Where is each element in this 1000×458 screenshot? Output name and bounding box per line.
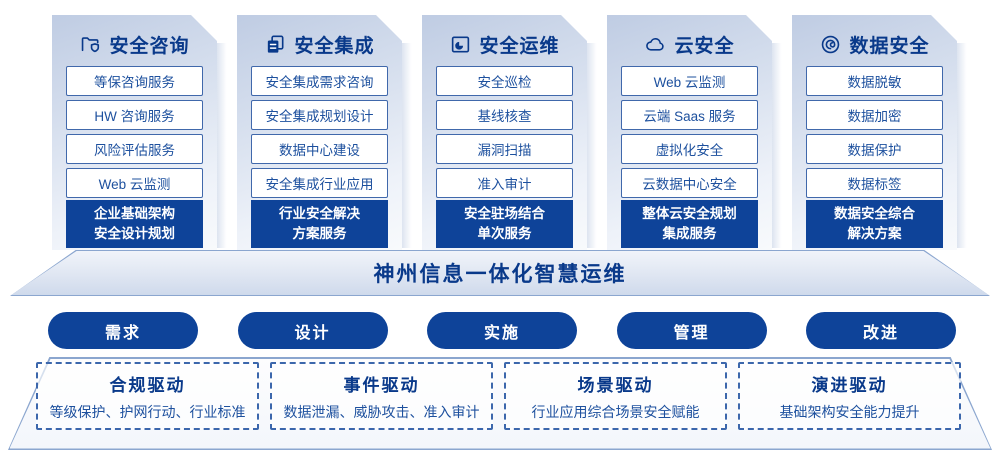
process-pills-row: 需求 设计 实施 管理 改进	[48, 312, 956, 349]
highlight-line: 集成服务	[662, 226, 717, 241]
service-item: 数据脱敏	[806, 66, 943, 96]
service-item: 安全集成需求咨询	[251, 66, 388, 96]
highlight-line: 安全驻场结合	[464, 206, 545, 222]
highlight-line: 企业基础架构	[94, 206, 175, 222]
card-header: 安全运维	[422, 29, 587, 59]
card-security-integration: 安全集成 安全集成需求咨询 安全集成规划设计 数据中心建设 安全集成行业应用 行…	[237, 15, 412, 250]
highlight-line: 安全设计规划	[94, 226, 175, 241]
pill-management: 管理	[616, 312, 767, 349]
pill-improvement: 改进	[806, 312, 956, 349]
card-highlight: 企业基础架构 安全设计规划	[66, 200, 203, 248]
drivers-row: 合规驱动 等级保护、护网行动、行业标准 事件驱动 数据泄漏、威胁攻击、准入审计 …	[36, 362, 964, 430]
highlight-line: 数据安全综合	[834, 206, 915, 222]
service-item: Web 云监测	[66, 168, 203, 198]
service-item: 数据标签	[806, 168, 943, 198]
service-item: 数据中心建设	[251, 134, 388, 164]
highlight-line: 单次服务	[477, 226, 532, 241]
card-title: 安全运维	[479, 35, 560, 57]
pill-implementation: 实施	[427, 312, 577, 349]
folder-clock-icon	[452, 35, 470, 53]
driver-desc: 等级保护、护网行动、行业标准	[49, 403, 246, 420]
card-title: 安全集成	[294, 35, 375, 57]
service-item: 等保咨询服务	[66, 66, 203, 96]
card-items: 安全集成需求咨询 安全集成规划设计 数据中心建设 安全集成行业应用	[251, 66, 388, 202]
service-item: 准入审计	[436, 168, 573, 198]
service-item: 数据保护	[806, 134, 943, 164]
folder-shield-icon	[82, 36, 100, 52]
driver-desc: 行业应用综合场景安全赋能	[531, 403, 700, 420]
driver-incident: 事件驱动 数据泄漏、威胁攻击、准入审计	[270, 362, 493, 430]
pill-requirements: 需求	[48, 312, 198, 349]
card-title: 安全咨询	[109, 35, 190, 57]
card-cloud-security: 云安全 Web 云监测 云端 Saas 服务 虚拟化安全 云数据中心安全 整体云…	[607, 15, 782, 250]
card-title: 数据安全	[849, 35, 930, 57]
platform-banner-title: 神州信息一体化智慧运维	[373, 263, 627, 286]
service-item: 基线核查	[436, 100, 573, 130]
card-items: 安全巡检 基线核查 漏洞扫描 准入审计	[436, 66, 573, 202]
driver-desc: 数据泄漏、威胁攻击、准入审计	[283, 403, 480, 420]
card-highlight: 数据安全综合 解决方案	[806, 200, 943, 248]
driver-evolution: 演进驱动 基础架构安全能力提升	[738, 362, 961, 430]
card-highlight: 整体云安全规划 集成服务	[621, 200, 758, 248]
service-item: 风险评估服务	[66, 134, 203, 164]
service-item: 漏洞扫描	[436, 134, 573, 164]
highlight-line: 方案服务	[292, 226, 347, 241]
driver-scenario: 场景驱动 行业应用综合场景安全赋能	[504, 362, 727, 430]
card-header: 安全咨询	[52, 29, 217, 59]
driver-title: 场景驱动	[577, 375, 654, 395]
service-cards-row: 安全咨询 等保咨询服务 HW 咨询服务 风险评估服务 Web 云监测 企业基础架…	[52, 15, 967, 250]
highlight-line: 解决方案	[847, 226, 902, 241]
driver-compliance: 合规驱动 等级保护、护网行动、行业标准	[36, 362, 259, 430]
card-security-operations: 安全运维 安全巡检 基线核查 漏洞扫描 准入审计 安全驻场结合 单次服务	[422, 15, 597, 250]
driver-desc: 基础架构安全能力提升	[779, 403, 920, 420]
card-highlight: 安全驻场结合 单次服务	[436, 200, 573, 248]
driver-title: 事件驱动	[343, 375, 420, 395]
driver-title: 演进驱动	[811, 375, 888, 395]
highlight-line: 整体云安全规划	[642, 206, 737, 222]
card-header: 安全集成	[237, 29, 402, 59]
driver-title: 合规驱动	[109, 375, 186, 395]
card-header: 云安全	[607, 29, 772, 59]
service-item: 安全巡检	[436, 66, 573, 96]
card-data-security: 数据安全 数据脱敏 数据加密 数据保护 数据标签 数据安全综合 解决方案	[792, 15, 967, 250]
card-title: 云安全	[674, 35, 735, 57]
card-items: 等保咨询服务 HW 咨询服务 风险评估服务 Web 云监测	[66, 66, 203, 202]
data-spiral-icon	[822, 35, 840, 53]
service-item: Web 云监测	[621, 66, 758, 96]
service-item: 云端 Saas 服务	[621, 100, 758, 130]
service-item: 安全集成规划设计	[251, 100, 388, 130]
service-item: 云数据中心安全	[621, 168, 758, 198]
card-highlight: 行业安全解决 方案服务	[251, 200, 388, 248]
service-item: 数据加密	[806, 100, 943, 130]
highlight-line: 行业安全解决	[279, 206, 360, 222]
cloud-icon	[646, 37, 665, 51]
platform-banner: 神州信息一体化智慧运维	[10, 250, 990, 296]
card-header: 数据安全	[792, 29, 957, 59]
copy-docs-icon	[268, 35, 284, 53]
service-item: 安全集成行业应用	[251, 168, 388, 198]
card-items: Web 云监测 云端 Saas 服务 虚拟化安全 云数据中心安全	[621, 66, 758, 202]
service-item: 虚拟化安全	[621, 134, 758, 164]
service-item: HW 咨询服务	[66, 100, 203, 130]
pill-design: 设计	[237, 312, 388, 349]
card-security-consulting: 安全咨询 等保咨询服务 HW 咨询服务 风险评估服务 Web 云监测 企业基础架…	[52, 15, 227, 250]
platform-banner-surface: 神州信息一体化智慧运维	[11, 251, 989, 295]
card-items: 数据脱敏 数据加密 数据保护 数据标签	[806, 66, 943, 202]
